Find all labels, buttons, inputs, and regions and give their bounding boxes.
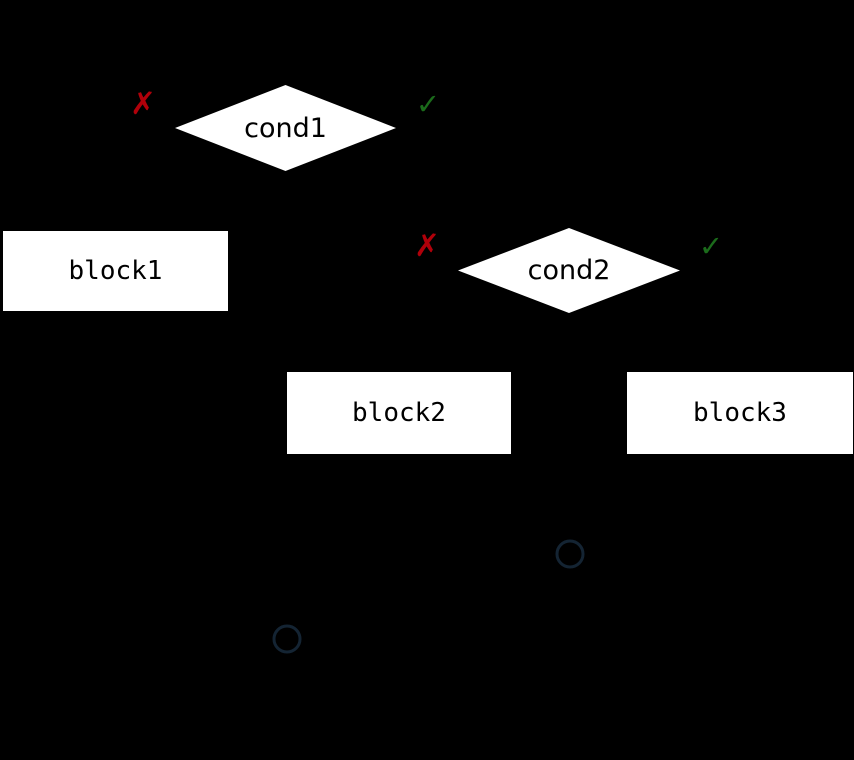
node-cond2-shape[interactable] <box>458 228 680 313</box>
edge-junction-upper-junction-lower <box>300 567 571 640</box>
edge-cond1-false-block1 <box>114 127 175 231</box>
cond2-true-marker-icon: ✓ <box>698 228 724 263</box>
junction-upper-circle[interactable] <box>555 539 585 569</box>
node-block1-shape[interactable] <box>3 231 228 311</box>
cond2-false-marker-icon: ✗ <box>414 227 440 264</box>
edge-cond2-false-block2 <box>398 270 458 372</box>
edge-cond2-true-block3 <box>680 270 741 372</box>
node-block2-shape[interactable] <box>287 372 511 454</box>
edge-block3-junction-upper <box>583 454 741 555</box>
cond1-false-marker-icon: ✗ <box>130 85 156 122</box>
edge-block2-junction-upper <box>398 454 557 555</box>
edge-block1-junction-lower <box>114 311 274 640</box>
edge-group <box>114 127 741 640</box>
junction-lower-circle[interactable] <box>272 624 302 654</box>
node-block3-shape[interactable] <box>627 372 853 454</box>
cond1-true-marker-icon: ✓ <box>415 86 441 121</box>
node-cond1-shape[interactable] <box>175 85 396 171</box>
